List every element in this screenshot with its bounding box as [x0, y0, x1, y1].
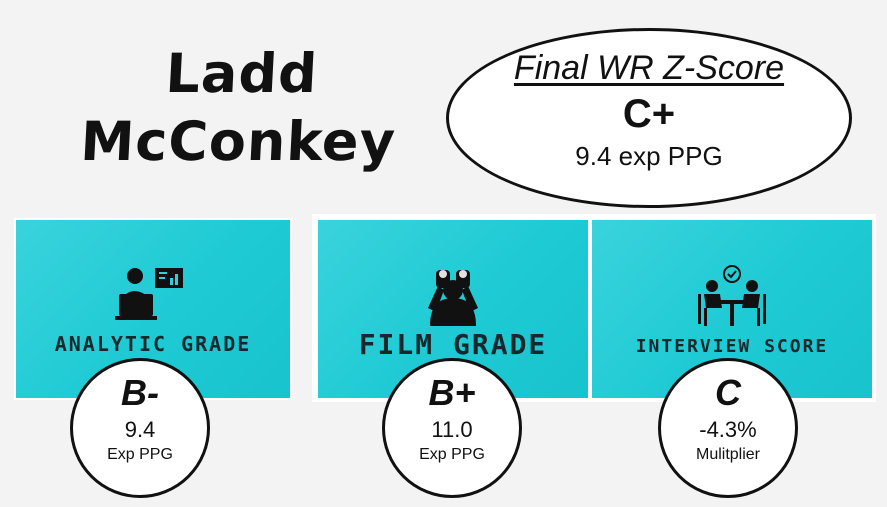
interview-score-value: -4.3%	[699, 417, 757, 442]
player-last-name: McConkey	[78, 110, 398, 173]
interview-score-circle: C -4.3% Mulitplier	[658, 358, 798, 498]
analytic-grade-circle: B- 9.4 Exp PPG	[70, 358, 210, 498]
analytic-grade-unit: Exp PPG	[107, 446, 173, 463]
analytic-grade-panel: ANALYTIC GRADE	[14, 218, 292, 400]
film-grade-unit: Exp PPG	[419, 446, 485, 463]
film-grade-value: 11.0	[431, 417, 473, 442]
analytic-grade-value: 9.4	[124, 417, 156, 442]
analyst-laptop-icon	[115, 268, 183, 320]
interview-table-icon	[698, 265, 766, 326]
final-score-oval: Final WR Z-Score C+ 9.4 exp PPG	[446, 28, 852, 208]
interview-score-unit: Mulitplier	[695, 446, 760, 463]
interview-score-letter: C	[715, 372, 741, 413]
analytic-grade-label: ANALYTIC GRADE	[54, 332, 252, 356]
binoculars-icon	[428, 270, 478, 326]
player-first-name: Ladd	[164, 42, 320, 105]
player-name: Ladd McConkey	[56, 40, 423, 176]
film-grade-circle: B+ 11.0 Exp PPG	[382, 358, 522, 498]
analytic-grade-letter: B-	[121, 372, 159, 413]
final-score-title: Final WR Z-Score	[513, 49, 785, 87]
interview-score-label: INTERVIEW SCORE	[635, 336, 829, 357]
film-grade-label: FILM GRADE	[358, 328, 548, 361]
film-grade-letter: B+	[428, 372, 476, 413]
final-score-value: 9.4 exp PPG	[575, 141, 723, 171]
final-score-grade: C+	[622, 92, 676, 136]
